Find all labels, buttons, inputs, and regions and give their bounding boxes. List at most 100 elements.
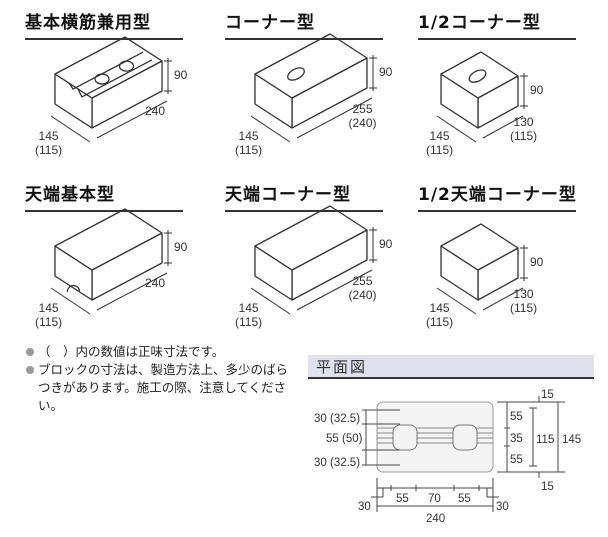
dim-length-value: 255 (352, 102, 373, 116)
dim-depth-net: (115) (426, 143, 454, 157)
dim-depth-value: 145 (429, 301, 450, 315)
dim-length: 130(115) (510, 115, 537, 143)
note-item: ブロックの寸法は、製造方法上、多少のばらつきがあります。施工の際、注意してくださ… (26, 361, 296, 415)
dim-length-net: (115) (510, 128, 538, 143)
dim-left-bottom: 30 (32.5) (314, 457, 360, 469)
dim-inner-height: 115 (536, 434, 554, 446)
corner-hole (287, 67, 305, 81)
dim-length: 255(240) (349, 102, 377, 130)
dim-depth-value: 145 (38, 129, 59, 143)
dim-left-middle: 55 (50) (326, 433, 363, 445)
notes: （ ）内の数値は正味寸法です。 ブロックの寸法は、製造方法上、多少のばらつきがあ… (26, 343, 296, 415)
dim-depth: 145(115) (235, 129, 262, 157)
dim-right-end: 30 (496, 501, 509, 513)
block-panel-2: コーナー型 90 255(240) 145(115) (225, 8, 415, 173)
title-underline (25, 38, 183, 40)
dim-length-value: 240 (145, 276, 166, 291)
dim-depth: 145(115) (235, 301, 262, 329)
dim-bottom-1: 55 (396, 493, 409, 505)
block-drawing (50, 208, 172, 315)
block-panel-5: 天端コーナー型 90 255(240) 145(115) (225, 180, 415, 345)
dim-length: 255(240) (349, 274, 377, 302)
dim-length: 130(115) (510, 287, 537, 315)
dim-length-value: 240 (145, 104, 166, 119)
title-underline (418, 38, 576, 40)
dim-height: 90 (530, 83, 544, 97)
dim-depth-net: (115) (426, 315, 454, 329)
block-outline (376, 401, 494, 473)
dim-depth: 145(115) (35, 301, 62, 329)
dim-length-net: (115) (510, 300, 538, 315)
title-underline (25, 210, 183, 212)
dim-top-offset: 15 (541, 389, 554, 401)
dim-height: 90 (379, 65, 393, 79)
dim-depth-net: (115) (235, 143, 263, 157)
plan-view-title: 平面図 (316, 358, 368, 376)
dim-length-value: 130 (513, 286, 534, 301)
dim-total-height: 145 (562, 434, 581, 446)
block-drawing (250, 205, 377, 315)
dim-length: 240 (145, 104, 165, 118)
block-drawing (436, 223, 528, 315)
note-text: ブロックの寸法は、製造方法上、多少のばらつきがあります。施工の際、注意してくださ… (38, 362, 289, 413)
title-underline (225, 210, 383, 212)
dim-bottom-2: 70 (428, 493, 441, 505)
dim-depth-value: 145 (238, 301, 259, 315)
dim-left-end: 30 (358, 501, 371, 513)
title-underline (225, 38, 383, 40)
block-top-face (54, 208, 163, 271)
title-underline (418, 210, 576, 212)
block-type-title: 1/2コーナー型 (418, 13, 541, 33)
dim-depth-value: 145 (38, 301, 59, 315)
dim-length-net: (240) (348, 116, 377, 130)
block-panel-4: 天端基本型 90 240 145(115) (25, 180, 215, 345)
block-type-title: 天端コーナー型 (225, 185, 351, 205)
dim-depth: 145(115) (426, 129, 453, 157)
block-top-face (254, 33, 368, 99)
dim-height: 90 (379, 237, 393, 251)
dim-height: 90 (530, 255, 544, 269)
note-item: （ ）内の数値は正味寸法です。 (26, 343, 296, 361)
dim-depth-net: (115) (35, 143, 63, 157)
note-text: （ ）内の数値は正味寸法です。 (38, 344, 225, 359)
dim-length-net: (240) (348, 288, 377, 302)
dim-depth: 145(115) (426, 301, 453, 329)
block-top-face (54, 36, 163, 99)
dim-bottom-offset: 15 (541, 481, 554, 493)
dim-left-top: 30 (32.5) (314, 413, 360, 425)
dim-right-top: 55 (510, 411, 523, 423)
dim-height: 90 (174, 240, 188, 254)
block-top-face (254, 205, 368, 271)
dim-depth-net: (115) (235, 315, 263, 329)
dim-total-length: 240 (426, 513, 445, 525)
bottom-notch (66, 284, 81, 293)
bullet-icon (26, 348, 34, 356)
dim-depth-value: 145 (238, 129, 259, 143)
block-drawing (250, 33, 377, 143)
hole-left (392, 424, 418, 451)
plan-view-header: 平面図 (308, 355, 594, 379)
dim-length-value: 255 (352, 274, 373, 288)
dim-length-value: 130 (513, 114, 534, 129)
hole-right (452, 424, 478, 451)
dim-depth-net: (115) (35, 315, 63, 329)
block-type-title: 基本横筋兼用型 (25, 13, 151, 33)
dim-right-middle: 35 (510, 433, 523, 445)
dim-depth: 145(115) (35, 129, 62, 157)
block-type-title: コーナー型 (225, 13, 315, 33)
dim-right-bottom: 55 (510, 454, 523, 466)
block-type-title: 1/2天端コーナー型 (418, 185, 577, 205)
block-top-face (440, 223, 519, 271)
block-drawing (436, 51, 528, 143)
block-drawing (50, 36, 172, 143)
bullet-icon (26, 366, 34, 374)
dim-depth-value: 145 (429, 129, 450, 143)
dim-bottom-3: 55 (458, 493, 471, 505)
block-type-title: 天端基本型 (25, 185, 115, 205)
dim-length: 240 (145, 276, 165, 290)
